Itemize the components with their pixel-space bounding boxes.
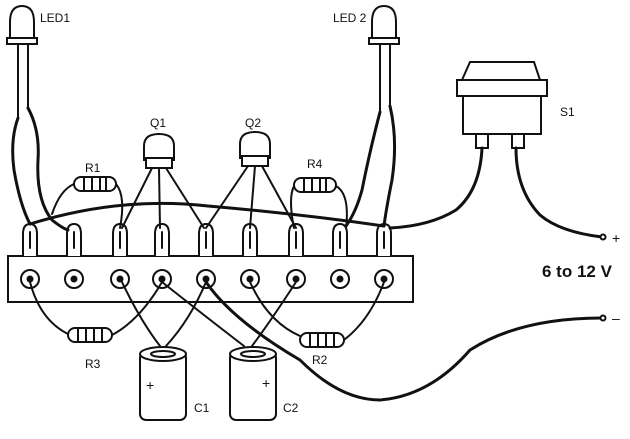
strip-hole-screw: [380, 275, 388, 283]
resistor-r2: [249, 281, 385, 348]
c1-polarity: +: [146, 377, 154, 393]
transistor-q2: [205, 130, 297, 229]
supply-plus-label: +: [612, 230, 620, 246]
c2-polarity: +: [262, 375, 270, 391]
led2-label: LED 2: [333, 11, 367, 25]
r4-label: R4: [307, 157, 323, 171]
s1-label: S1: [560, 105, 575, 119]
switch-s1: [456, 61, 548, 149]
q1-label: Q1: [150, 116, 166, 130]
strip-hole-screw: [336, 275, 344, 283]
c2-label: C2: [283, 401, 299, 415]
strip-hole-screw: [116, 275, 124, 283]
resistor-r1: [51, 176, 124, 229]
terminal-strip: [7, 222, 414, 303]
voltage-label: 6 to 12 V: [542, 262, 613, 281]
resistor-r4: [290, 177, 348, 229]
q2-label: Q2: [245, 116, 261, 130]
strip-hole-screw: [246, 275, 254, 283]
r3-label: R3: [85, 357, 101, 371]
strip-hole-screw: [158, 275, 166, 283]
supply-minus-label: –: [612, 310, 620, 326]
transistor-q1: [121, 132, 205, 229]
r1-label: R1: [85, 161, 101, 175]
strip-hole-screw: [292, 275, 300, 283]
led1: [6, 4, 38, 119]
led1-label: LED1: [40, 11, 70, 25]
strip-hole-screw: [202, 275, 210, 283]
led2: [368, 4, 400, 113]
capacitor-c1: [139, 346, 187, 421]
strip-hole-screw: [26, 275, 34, 283]
capacitor-c2: [229, 346, 277, 421]
c1-label: C1: [194, 401, 210, 415]
r2-label: R2: [312, 353, 328, 367]
strip-hole-screw: [70, 275, 78, 283]
